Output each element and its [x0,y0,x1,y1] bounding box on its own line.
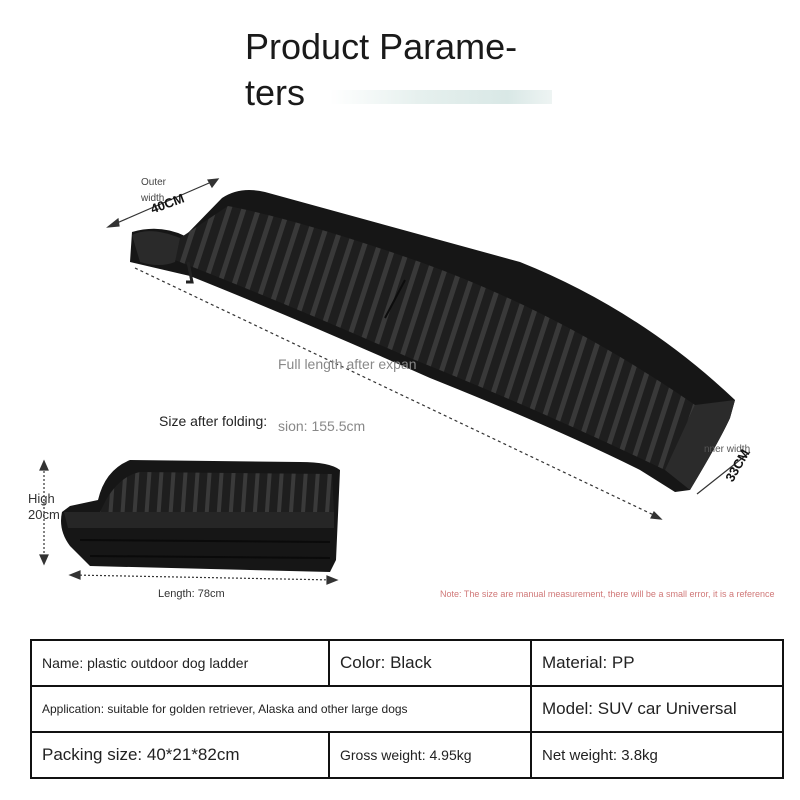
length-line [71,574,336,581]
parameters-table: Name: plastic outdoor dog ladder Color: … [30,639,784,779]
param-net-weight: Net weight: 3.8kg [530,731,784,779]
outer-width-label: Outer width [141,177,167,204]
full-length-value: sion: 155.5cm [278,418,366,434]
param-model: Model: SUV car Universal [530,685,784,733]
param-material: Material: PP [530,639,784,687]
param-gross-weight: Gross weight: 4.95kg [328,731,532,779]
full-length-line [134,267,661,519]
height-label: High 20cm [28,491,60,522]
param-name: Name: plastic outdoor dog ladder [30,639,330,687]
folded-length-label: Length: 78cm [158,588,225,600]
param-application: Application: suitable for golden retriev… [30,685,532,733]
inner-width-label: nner width [704,444,751,455]
param-color: Color: Black [328,639,532,687]
table-row: Application: suitable for golden retriev… [30,685,784,733]
expanded-ramp [130,190,735,492]
full-length-label: Full length after expan [278,356,417,372]
measurement-note: Note: The size are manual measurement, t… [440,589,775,599]
outer-width-line [109,179,217,227]
param-packing-size: Packing size: 40*21*82cm [30,731,330,779]
table-row: Name: plastic outdoor dog ladder Color: … [30,639,784,687]
inner-width-line [696,451,751,495]
size-after-folding-label: Size after folding: [159,413,268,429]
dimension-lines [39,178,751,585]
title-underline-smudge [330,90,552,104]
folded-ramp [61,460,340,572]
page-title: Product Parame- ters [245,26,518,113]
table-row: Packing size: 40*21*82cm Gross weight: 4… [30,731,784,779]
